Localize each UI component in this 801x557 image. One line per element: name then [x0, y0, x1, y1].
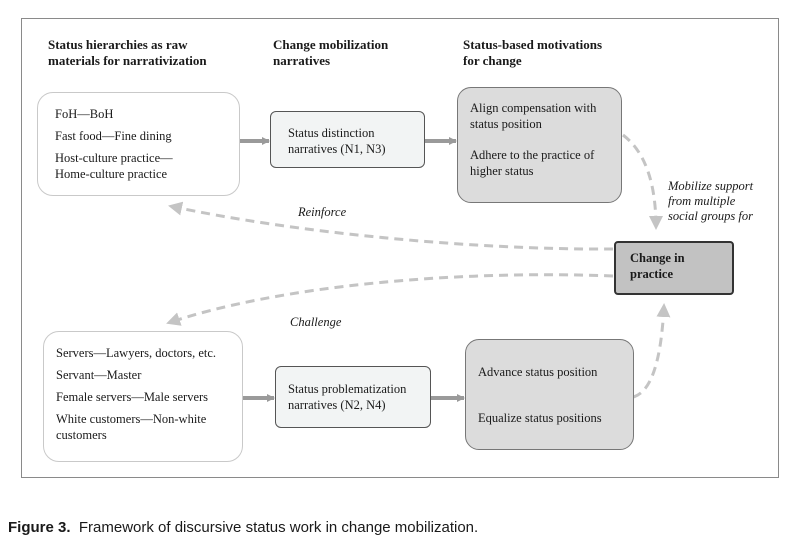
change-line-2: practice — [630, 267, 674, 281]
hierarchy-servers-lawyers: Servers—Lawyers, doctors, etc. — [56, 346, 217, 360]
hierarchy-fast-food-fine-dining: Fast food—Fine dining — [55, 129, 172, 143]
mobilize-line-3: social groups for — [668, 209, 753, 223]
status-problematization-narratives-box: Status problematization narratives (N2, … — [275, 366, 431, 428]
hierarchy-servant-master: Servant—Master — [56, 368, 142, 382]
header-change-narratives: Change mobilization narratives — [273, 37, 388, 69]
adhere-practice-line-2: higher status — [470, 164, 534, 178]
align-compensation-line-2: status position — [470, 117, 542, 131]
status-problematization-line-2: narratives (N2, N4) — [288, 398, 386, 412]
bottom-hierarchies-box: Servers—Lawyers, doctors, etc. Servant—M… — [43, 331, 243, 462]
equalize-status-positions: Equalize status positions — [478, 411, 602, 425]
status-distinction-narratives-box: Status distinction narratives (N1, N3) — [270, 111, 425, 168]
hierarchy-white-nonwhite-line-1: White customers—Non-white — [56, 412, 207, 426]
bottom-motivations-box: Advance status position Equalize status … — [465, 339, 634, 450]
advance-status-position: Advance status position — [478, 365, 598, 379]
mobilize-support-label: Mobilize support from multiple social gr… — [668, 179, 753, 224]
header-change-narratives-line-2: narratives — [273, 53, 331, 68]
change-line-1: Change in — [630, 251, 685, 265]
header-status-motivations-line-1: Status-based motivations — [463, 37, 603, 52]
figure-frame — [21, 18, 779, 478]
header-status-hierarchies-line-2: materials for narrativization — [48, 53, 207, 68]
hierarchy-white-nonwhite-line-2: customers — [56, 428, 107, 442]
mobilize-line-2: from multiple — [668, 194, 736, 208]
hierarchy-host-culture-line-2: Home-culture practice — [55, 167, 168, 181]
figure-caption: Figure 3. Framework of discursive status… — [8, 519, 478, 536]
top-hierarchies-box: FoH—BoH Fast food—Fine dining Host-cultu… — [37, 92, 240, 196]
mobilize-line-1: Mobilize support — [668, 179, 754, 193]
header-status-motivations: Status-based motivations for change — [463, 37, 602, 69]
hierarchy-foh-boh: FoH—BoH — [55, 107, 114, 121]
change-in-practice-box: Change in practice — [614, 241, 734, 295]
mobilize-arrow-bottom — [632, 303, 671, 399]
header-status-hierarchies-line-1: Status hierarchies as raw — [48, 37, 188, 52]
mobilize-arrow-top — [622, 133, 663, 230]
status-distinction-line-2: narratives (N1, N3) — [288, 142, 386, 156]
challenge-label: Challenge — [290, 315, 342, 329]
reinforce-label: Reinforce — [298, 205, 347, 219]
top-motivations-box: Align compensation with status position … — [457, 87, 622, 203]
hierarchy-female-male-servers: Female servers—Male servers — [56, 390, 209, 404]
status-distinction-line-1: Status distinction — [288, 126, 375, 140]
adhere-practice-line-1: Adhere to the practice of — [470, 148, 595, 162]
header-status-motivations-line-2: for change — [463, 53, 522, 68]
reinforce-arrow — [168, 201, 614, 251]
header-status-hierarchies: Status hierarchies as raw materials for … — [48, 37, 207, 69]
figure-caption-label: Figure 3. — [8, 519, 71, 536]
challenge-arrow — [166, 273, 614, 326]
figure-caption-text: Framework of discursive status work in c… — [78, 519, 479, 536]
status-problematization-line-1: Status problematization — [288, 382, 407, 396]
header-change-narratives-line-1: Change mobilization — [273, 37, 389, 52]
align-compensation-line-1: Align compensation with — [470, 101, 597, 115]
hierarchy-host-culture-line-1: Host-culture practice— — [55, 151, 173, 165]
